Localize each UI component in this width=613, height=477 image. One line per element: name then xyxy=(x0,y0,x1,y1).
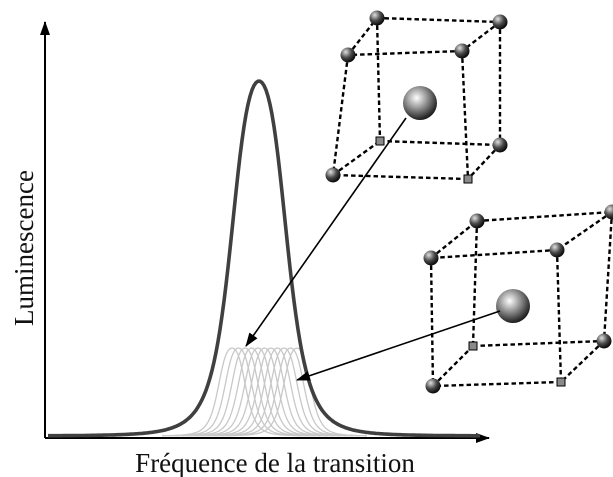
component-peak-curve xyxy=(188,347,328,437)
cell-edge xyxy=(432,345,474,387)
cell-edge xyxy=(467,144,501,180)
lattice-atom xyxy=(549,242,565,258)
cell-edge xyxy=(430,248,558,260)
lattice-site-marker xyxy=(375,136,385,146)
cell-edge xyxy=(375,17,382,142)
cell-edge xyxy=(460,50,470,180)
cell-edge xyxy=(471,220,479,347)
component-peak-curve xyxy=(181,347,322,437)
cell-edge xyxy=(560,340,605,383)
lattice-atom xyxy=(325,167,341,183)
cell-edge xyxy=(332,173,469,181)
component-peaks xyxy=(162,347,367,437)
lattice-atom xyxy=(469,213,485,229)
lattice-atom xyxy=(425,378,441,394)
lattice-atom xyxy=(423,250,439,266)
cell-edge xyxy=(430,220,478,259)
component-peak-curve xyxy=(207,347,348,437)
x-axis-label: Fréquence de la transition xyxy=(135,448,415,477)
cell-edge xyxy=(472,339,605,348)
cell-edge xyxy=(432,380,562,388)
broadened-peak-curve xyxy=(48,79,480,438)
cell-edge xyxy=(331,54,350,176)
cell-edge xyxy=(379,139,501,147)
cell-edge xyxy=(556,211,613,251)
impurity-atom xyxy=(403,86,437,120)
lattice-atom xyxy=(492,14,508,30)
component-peak-curve xyxy=(168,347,309,437)
lattice-site-marker xyxy=(468,341,478,351)
lattice-site-marker xyxy=(463,174,473,184)
lattice-atom xyxy=(604,204,613,220)
component-peak-curve xyxy=(175,347,315,437)
cell-edge xyxy=(332,140,381,176)
cell-edge xyxy=(476,210,613,223)
cell-edge xyxy=(602,211,613,342)
lattice-atom xyxy=(454,43,470,59)
lattice-atom xyxy=(340,47,356,63)
cell-edge xyxy=(555,249,563,383)
cell-edge xyxy=(429,257,435,387)
impurity-atom xyxy=(496,289,530,323)
component-peak-curve xyxy=(201,347,341,437)
arrow-cell-upper-to-peak xyxy=(245,117,407,347)
lattice-atom xyxy=(492,137,508,153)
arrow-cell-lower-to-peak xyxy=(296,310,501,381)
lattice-site-marker xyxy=(556,377,566,387)
cell-edge xyxy=(347,17,378,56)
y-axis-label: Luminescence xyxy=(9,170,39,326)
crystal-cell-lower xyxy=(423,204,613,394)
component-peak-curve xyxy=(227,347,367,437)
cell-edge xyxy=(347,49,463,57)
cell-edge xyxy=(376,16,501,24)
lattice-atom xyxy=(596,333,612,349)
crystal-cell-upper xyxy=(325,10,508,184)
component-peak-curve xyxy=(220,347,361,437)
lattice-atom xyxy=(369,10,385,26)
cell-edge xyxy=(461,21,501,52)
